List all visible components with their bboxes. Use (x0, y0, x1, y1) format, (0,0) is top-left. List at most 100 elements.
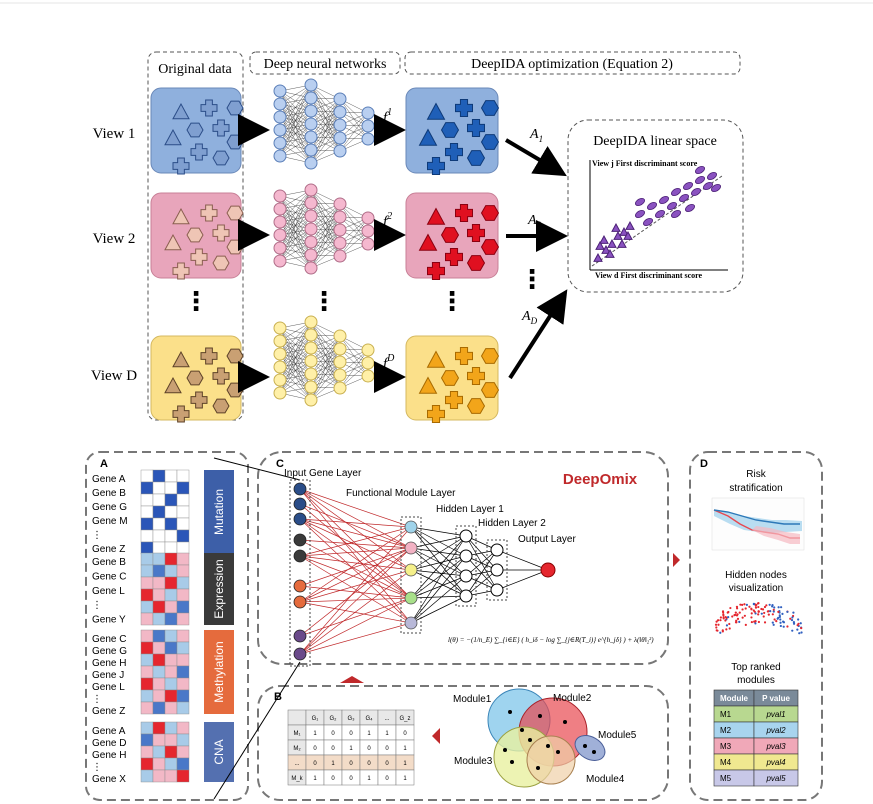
panel-a-mutation-cell-2-0 (140, 493, 154, 507)
panel-a-mutation-cell-0-0 (140, 469, 154, 483)
hidden-point-73 (750, 620, 753, 624)
proj-view1-shape-8 (466, 150, 486, 166)
proj-view3-shape-1 (455, 347, 473, 365)
lda-ellipse-4 (683, 181, 693, 191)
panel-b-header-text-2: G₂ (330, 716, 338, 722)
panel-a-methylation-cell-5-0 (140, 689, 154, 703)
panel-a-cna-cell-1-2 (164, 733, 178, 747)
lda-ellipse-6 (707, 171, 717, 181)
panel-a-methylation-cell-1-2 (164, 641, 178, 655)
hidden-point-49 (745, 603, 749, 606)
orig-view1-shape-1 (200, 99, 218, 117)
opt-header-frame (404, 51, 741, 75)
venn-dot-8 (503, 748, 507, 752)
hidden-point-108 (714, 623, 718, 626)
panel-b-text-2-5: 0 (385, 761, 389, 767)
hidden-point-69 (748, 605, 751, 608)
hidden-point-27 (716, 619, 720, 622)
net1-node-2-1 (333, 105, 347, 119)
panel-a-methylation-gene-4: Gene L (92, 682, 125, 693)
venn-dot-2 (528, 738, 532, 742)
panel-a-methylation-gene-1: Gene G (92, 646, 127, 657)
hidden-point-72 (786, 610, 789, 613)
connector-bottom (213, 661, 301, 800)
net3-node-0-4 (273, 373, 287, 387)
orig-view2-shape-8 (212, 255, 230, 271)
dnn-ellipsis: ⋮ (311, 287, 337, 317)
net2-node-1-4 (304, 235, 318, 249)
lda-ellipse-7 (655, 209, 665, 219)
orig-view2-shape-2 (226, 205, 244, 221)
net1-node-3-1 (361, 119, 375, 133)
orig-view2-shape-1 (200, 204, 218, 222)
hidden-point-121 (760, 612, 763, 615)
net3-node-2-2 (333, 355, 347, 369)
view-1-label: View 1 (93, 126, 136, 142)
original-data-shapes (164, 99, 244, 423)
net1-node-2-0 (333, 92, 347, 106)
opt-ellipsis: ⋮ (439, 287, 465, 317)
input-node-2 (293, 512, 307, 526)
panel-b-text-1-0: M₂ (293, 746, 301, 752)
input-node-1 (293, 497, 307, 511)
arrow-c-to-d (673, 553, 680, 567)
orig-view3-shape-7 (190, 391, 208, 409)
panel-a-mutation-gene-2: Gene G (92, 502, 127, 513)
input-node-0 (293, 482, 307, 496)
panel-b-text-1-3: 1 (349, 746, 353, 752)
panel-a-methylation-cell-0-1 (152, 629, 166, 643)
panel-b-text-3-0: M_k (291, 776, 303, 782)
hidden-point-13 (781, 612, 784, 615)
hidden-point-100 (791, 616, 794, 619)
panel-b-text-1-5: 0 (385, 746, 389, 752)
hidden-point-137 (757, 610, 760, 613)
net1-node-0-5 (273, 149, 287, 163)
panel-a-mutation-cell-2-2 (164, 493, 178, 507)
panel-a-expression-cell-2-0 (140, 576, 154, 590)
panel-a-methylation-cell-6-3 (176, 701, 190, 715)
net3-node-0-5 (273, 386, 287, 400)
hidden-point-105 (741, 608, 744, 611)
panel-b-text-0-5: 1 (385, 731, 389, 737)
panel-a-cna-gene-4: Gene X (92, 774, 126, 785)
venn-module4 (526, 735, 576, 785)
net2-node-1-3 (304, 222, 318, 236)
net1-node-1-1 (304, 91, 318, 105)
net3-node-1-2 (304, 341, 318, 355)
orig-view1-shape-3 (186, 122, 204, 138)
panel-b-text-1-2: 0 (331, 746, 335, 752)
orig-view2-shape-4 (212, 224, 230, 242)
panel-a-methylation-cell-1-0 (140, 641, 154, 655)
header-deepida-optimization: DeepIDA optimization (Equation 2) (471, 57, 673, 72)
panel-a-methylation-cell-4-1 (152, 677, 166, 691)
panel-a-cna-cell-3-3 (176, 757, 190, 771)
panel-a-expression-cell-3-0 (140, 588, 154, 602)
panel-a-mutation-cell-2-1 (152, 493, 166, 507)
panel-a-mutation-cell-1-2 (164, 481, 178, 495)
panel-a-expression-cell-2-2 (164, 576, 178, 590)
lda-ellipse-2 (659, 195, 669, 205)
panel-a-methylation-cell-3-3 (176, 665, 190, 679)
net1-node-0-0 (273, 84, 287, 98)
net1-node-1-4 (304, 130, 318, 144)
panel-a-cna-cell-3-2 (164, 757, 178, 771)
proj-view1-shape-6 (480, 134, 500, 150)
hidden-point-104 (754, 604, 757, 607)
a-ellipsis: ⋮ (519, 265, 545, 295)
hidden-point-133 (777, 606, 780, 609)
hidden-point-103 (767, 613, 770, 616)
hidden-point-55 (757, 620, 761, 624)
net2-node-1-5 (304, 248, 318, 262)
panel-a-expression-cell-3-2 (164, 588, 178, 602)
panel-a-mutation-gene-5: Gene Z (92, 544, 125, 555)
panel-a-mutation-cell-5-1 (152, 529, 166, 543)
panel-a-mutation-cell-1-3 (176, 481, 190, 495)
hidden-point-129 (736, 617, 740, 621)
proj-view3-shape-4 (467, 367, 485, 385)
hidden-point-113 (800, 631, 803, 634)
orig-view2-shape-9 (172, 262, 190, 280)
orig-view3-shape-8 (212, 398, 230, 414)
venn-dot-4 (510, 760, 514, 764)
panel-a-mutation-cell-0-2 (164, 469, 178, 483)
